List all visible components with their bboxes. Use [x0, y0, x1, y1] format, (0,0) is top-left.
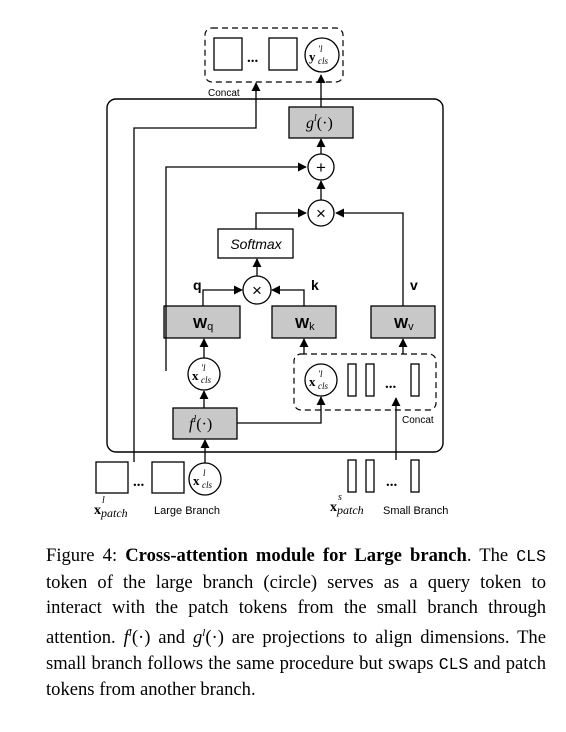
top-ellipsis: ... — [247, 50, 259, 66]
wq-block — [163, 305, 241, 339]
small-patch-token-3 — [410, 363, 420, 397]
small-concat-ellipsis: ... — [385, 376, 397, 392]
caption-text-3: and — [150, 626, 193, 648]
figure-caption: Figure 4: Cross-attention module for Lar… — [46, 543, 546, 703]
x-patch-small-sup: s — [338, 492, 342, 503]
cls-code-1: CLS — [516, 547, 546, 566]
figure-title: Cross-attention module for Large branch — [125, 545, 467, 566]
small-concat-label: Concat — [402, 415, 434, 426]
f-projection-label: fl(·) — [189, 414, 212, 433]
top-concat-label: Concat — [208, 88, 240, 99]
module-container — [106, 98, 444, 453]
f-projection-block — [172, 407, 238, 440]
large-ellipsis: ... — [133, 474, 145, 490]
small-patch-token-2 — [365, 363, 375, 397]
xl-cls-sup: l — [203, 468, 206, 478]
v-label: v — [410, 277, 418, 293]
f-symbol: f — [123, 626, 129, 648]
y-cls-label: y — [309, 49, 316, 64]
xp-cls-sup: ′l — [201, 363, 206, 373]
top-patch-token-1 — [213, 37, 243, 71]
wv-label: Wv — [394, 315, 414, 333]
y-cls-sub: cls — [318, 56, 328, 66]
xl-cls-sub: cls — [202, 480, 212, 490]
small-branch-token-2 — [365, 459, 375, 493]
xc-cls-main: x — [309, 374, 316, 389]
g-arg: (·) — [205, 626, 224, 648]
g-projection-block — [288, 106, 354, 139]
large-branch-label: Large Branch — [154, 505, 220, 517]
xc-cls-sup: ′l — [318, 369, 323, 379]
xl-cls-main: x — [193, 473, 200, 488]
softmax-label: Softmax — [230, 236, 282, 252]
small-concat-group — [293, 353, 437, 411]
small-patch-token-1 — [347, 363, 357, 397]
g-sup: l — [202, 626, 206, 639]
xc-cls-sub: cls — [318, 381, 328, 391]
f-sup: l — [128, 626, 132, 639]
concat-cls-token — [304, 363, 338, 397]
wk-block — [271, 305, 337, 339]
g-projection-label: gl(·) — [306, 113, 333, 132]
xp-cls-main: x — [192, 368, 199, 383]
times-symbol-top: × — [316, 204, 326, 223]
wv-block — [370, 305, 436, 339]
times-symbol-qk: × — [252, 281, 262, 300]
wk-label: Wk — [295, 315, 315, 333]
g-symbol: g — [192, 626, 203, 648]
cross-attention-diagram: ... y ′l cls Concat gl(·) + × Softmax × … — [94, 27, 448, 520]
caption-text-2: token of the large branch (circle) serve… — [46, 571, 546, 648]
caption-text-1: . The — [466, 545, 517, 566]
large-patch-token-1 — [95, 461, 129, 494]
small-branch-label: Small Branch — [383, 505, 448, 517]
connection-lines — [133, 74, 408, 463]
y-cls-sup: ′l — [318, 44, 323, 54]
figure-label: Figure 4: — [46, 545, 126, 566]
top-patch-token-2 — [268, 37, 298, 71]
large-patch-token-2 — [151, 461, 185, 494]
x-patch-large-label: xpatch — [94, 503, 128, 520]
top-cls-token — [304, 37, 340, 73]
caption-text-4: are projections to align dimensions. The… — [46, 626, 546, 674]
plus-symbol: + — [316, 158, 326, 177]
top-concat-group — [204, 27, 344, 83]
f-arg: (·) — [131, 626, 151, 648]
caption-text-5: and patch tokens from another branch. — [46, 652, 546, 701]
small-branch-token-3 — [410, 459, 420, 493]
wq-label: Wq — [193, 315, 213, 333]
small-branch-token-1 — [347, 459, 357, 493]
x-patch-small-label: xpatch — [330, 500, 364, 517]
small-branch-ellipsis: ... — [386, 474, 398, 490]
xp-cls-sub: cls — [201, 375, 211, 385]
k-label: k — [311, 277, 319, 293]
x-patch-large-sup: l — [102, 495, 105, 506]
cls-code-2: CLS — [438, 654, 469, 674]
q-label: q — [193, 277, 202, 293]
